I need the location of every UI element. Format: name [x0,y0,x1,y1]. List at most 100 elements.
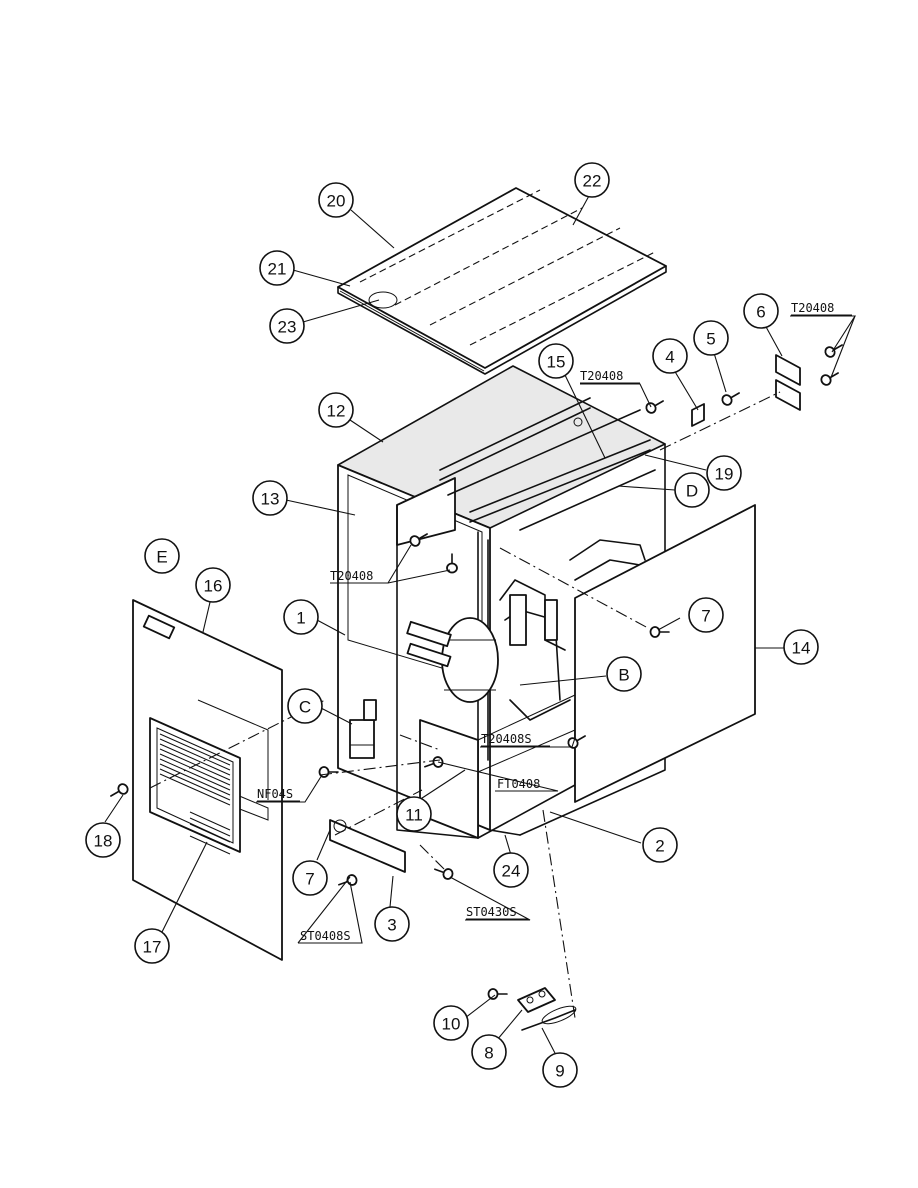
callout-label: 24 [502,862,521,881]
callout-label: 21 [268,260,287,279]
callout-17: 17 [134,928,170,964]
louver-grille [149,717,241,855]
lower-hinge-parts [517,987,577,1031]
callout-circle [574,162,610,198]
callout-22: 22 [574,162,610,198]
callout-11: 11 [396,796,432,832]
callout-label: 2 [655,837,664,856]
leader-lines [104,193,857,1058]
screw [645,400,664,414]
callout-circle [283,599,319,635]
callout-label: 16 [204,577,223,596]
top-panel [337,187,667,375]
callout-circle [195,567,231,603]
callout-circle [642,827,678,863]
callout-label: 7 [305,870,314,889]
callout-20: 20 [318,182,354,218]
right-side-panel [574,504,756,803]
callout-circle [252,480,288,516]
callout-label: 8 [484,1044,493,1063]
callout-label: 1 [296,609,305,628]
louver-slat [189,811,231,831]
louver-slat [159,763,231,796]
louver-slat [159,743,231,776]
callout-label: 20 [327,192,346,211]
assembly-lines [149,391,781,1019]
callout-21: 21 [259,250,295,286]
callout-circle [783,629,819,665]
callout-label: 3 [387,916,396,935]
louver-slat [159,733,231,766]
callout-b: B [606,656,642,692]
hinge-parts [691,354,801,427]
code-nf04s: NF04S [257,787,293,801]
callout-label: 4 [665,348,674,367]
code-st0430s: ST0430S [466,905,517,919]
callout-2: 2 [642,827,678,863]
louver-slat [159,738,231,771]
screw [649,626,670,638]
code-st0408s: ST0408S [300,929,351,943]
callout-16: 16 [195,567,231,603]
callout-c: C [287,688,323,724]
callout-label: 6 [756,303,765,322]
callout-7: 7 [688,597,724,633]
callout-circle [538,343,574,379]
callout-14: 14 [783,629,819,665]
code-t20408-mid: T20408 [580,369,623,383]
code-t20408-left: T20408 [330,569,373,583]
callout-circle [144,538,180,574]
callout-circle [318,392,354,428]
callout-15: 15 [538,343,574,379]
callout-label: B [618,666,629,685]
callout-circle [318,182,354,218]
callout-label: 9 [555,1062,564,1081]
louver-slat [159,758,231,791]
callout-circle [85,822,121,858]
callout-circle [743,293,779,329]
label-plate [142,614,176,640]
callout-label: C [299,698,311,717]
callout-d: D [674,472,710,508]
callout-label: 19 [715,465,734,484]
screw [434,868,454,880]
louver-slat [189,829,231,849]
louver-slat [159,748,231,781]
louver-slat [159,753,231,786]
callout-circle [374,906,410,942]
callout-label: 14 [792,639,811,658]
screw [110,783,129,797]
callout-label: 22 [583,172,602,191]
code-t20408-top: T20408 [791,301,834,315]
callout-19: 19 [706,455,742,491]
callout-13: 13 [252,480,288,516]
top-panel-knob [368,291,398,309]
callout-circle [433,1005,469,1041]
callout-4: 4 [652,338,688,374]
callout-9: 9 [542,1052,578,1088]
callout-18: 18 [85,822,121,858]
callout-23: 23 [269,308,305,344]
screw [487,988,508,1000]
callout-circle [134,928,170,964]
callout-label: 18 [94,832,113,851]
louver-slat [189,817,231,837]
callout-circle [471,1034,507,1070]
callout-label: 11 [405,806,423,825]
callout-label: 7 [701,607,710,626]
callout-12: 12 [318,392,354,428]
callout-circle [396,796,432,832]
bracket-part-3 [329,819,406,873]
callout-circle [688,597,724,633]
callout-circle [287,688,323,724]
screw [820,372,839,386]
callout-6: 6 [743,293,779,329]
louver-slat [159,773,231,806]
callout-5: 5 [693,320,729,356]
callout-label: 10 [442,1015,461,1034]
callout-3: 3 [374,906,410,942]
louver-slat [189,835,231,855]
callout-circle [269,308,305,344]
